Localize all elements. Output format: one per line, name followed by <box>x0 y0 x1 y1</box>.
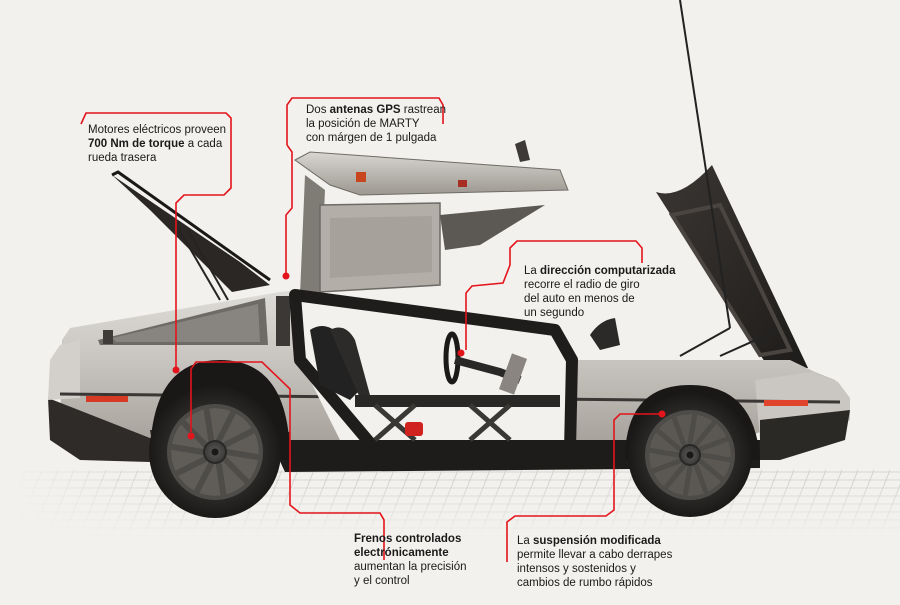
wheel-spoke <box>179 418 209 448</box>
wheel-spoke <box>221 427 258 448</box>
callout-text: rueda trasera <box>88 152 157 164</box>
wheel-spoke <box>662 462 687 492</box>
callout-line: 700 Nm de torque a cada <box>88 137 226 151</box>
leader-motors-dot <box>172 366 180 374</box>
callout-text: aumentan la precisión <box>354 561 467 573</box>
wheel-spoke <box>697 436 732 452</box>
callout-text: y el control <box>354 575 410 587</box>
leader-steering-dot <box>457 349 465 357</box>
wheel-spoke <box>693 418 718 448</box>
callout-line: del auto en menos de <box>524 292 675 306</box>
leader-steering-box <box>465 240 643 350</box>
leader-suspension <box>506 413 662 562</box>
callout-line: La suspensión modificada <box>517 534 672 548</box>
car-interior <box>310 318 620 442</box>
callout-text: rastrean <box>400 104 446 116</box>
callout-text: permite llevar a cabo derrapes <box>517 549 673 561</box>
leader-gps-box <box>286 97 444 145</box>
front-wheel <box>628 393 752 517</box>
callout-text: Dos <box>306 104 330 116</box>
callout-line: Frenos controlados <box>354 532 467 546</box>
callout-text: recorre el radio de giro <box>524 279 640 291</box>
callout-highlight: 700 Nm de torque <box>88 138 185 150</box>
wheel-spoke <box>671 413 687 448</box>
wheel-spoke <box>215 460 227 500</box>
callout-line: cambios de rumbo rápidos <box>517 576 672 590</box>
callout-text: La <box>524 265 540 277</box>
callout-line: la posición de MARTY <box>306 117 446 131</box>
callout-line: electrónicamente <box>354 546 467 560</box>
wheel-spoke <box>645 447 681 458</box>
callout-line: aumentan la precisión <box>354 560 467 574</box>
callout-highlight: electrónicamente <box>354 547 449 559</box>
callout-line: con márgen de 1 pulgada <box>306 131 446 145</box>
rear-wheel <box>149 386 281 518</box>
wheel-spoke <box>221 456 251 486</box>
callout-line: rueda trasera <box>88 151 226 165</box>
callout-line: Motores eléctricos proveen <box>88 123 226 137</box>
gullwing-door <box>294 140 569 300</box>
wheel-spoke <box>697 458 727 483</box>
callout-highlight: dirección computarizada <box>540 265 676 277</box>
callout-highlight: suspensión modificada <box>533 535 661 547</box>
leader-brakes-dot <box>187 432 195 440</box>
callout-line: intensos y sostenidos y <box>517 562 672 576</box>
callout-leaders <box>80 97 666 562</box>
callout-text: con márgen de 1 pulgada <box>306 132 437 144</box>
callout-text: cambios de rumbo rápidos <box>517 577 653 589</box>
callout-text: la posición de MARTY <box>306 118 420 130</box>
leader-gps-stem <box>285 144 293 276</box>
wheel-spoke <box>693 462 709 497</box>
wheel-spoke <box>193 460 215 496</box>
wheel-spoke <box>699 452 735 463</box>
leader-gps-dot <box>282 272 290 280</box>
wheel-spoke <box>172 456 209 477</box>
leader-brakes <box>190 361 385 560</box>
leader-motors-box <box>80 112 232 370</box>
front-hood <box>656 0 808 370</box>
wheel-spoke <box>653 427 683 452</box>
car-body <box>48 289 850 472</box>
callout-line: La dirección computarizada <box>524 264 675 278</box>
callout-highlight: Frenos controlados <box>354 533 462 545</box>
callout-line: recorre el radio de giro <box>524 278 675 292</box>
wheel-spoke <box>215 408 237 444</box>
callout-text: Motores eléctricos proveen <box>88 124 227 136</box>
callout-line: y el control <box>354 574 467 588</box>
callout-text: intensos y sostenidos y <box>517 563 636 575</box>
wheel-spoke <box>682 464 693 500</box>
callout-text: a cada <box>184 138 223 150</box>
callout-text: La <box>517 535 533 547</box>
callout-line: Dos antenas GPS rastrean <box>306 103 446 117</box>
callout-line: un segundo <box>524 306 675 320</box>
wheel-spoke <box>648 458 683 474</box>
rear-engine-lid <box>111 170 271 301</box>
wheel-spoke <box>224 449 263 461</box>
wheel-spoke <box>167 443 206 455</box>
callout-text: del auto en menos de <box>524 293 635 305</box>
callout-line: permite llevar a cabo derrapes <box>517 548 672 562</box>
callout-brakes: Frenos controlados electrónicamente aument… <box>354 532 467 588</box>
wheel-spoke <box>687 410 698 446</box>
callout-text: un segundo <box>524 307 585 319</box>
wheel-spoke <box>203 404 215 444</box>
callout-highlight: antenas GPS <box>329 104 401 116</box>
leader-suspension-dot <box>658 410 666 418</box>
